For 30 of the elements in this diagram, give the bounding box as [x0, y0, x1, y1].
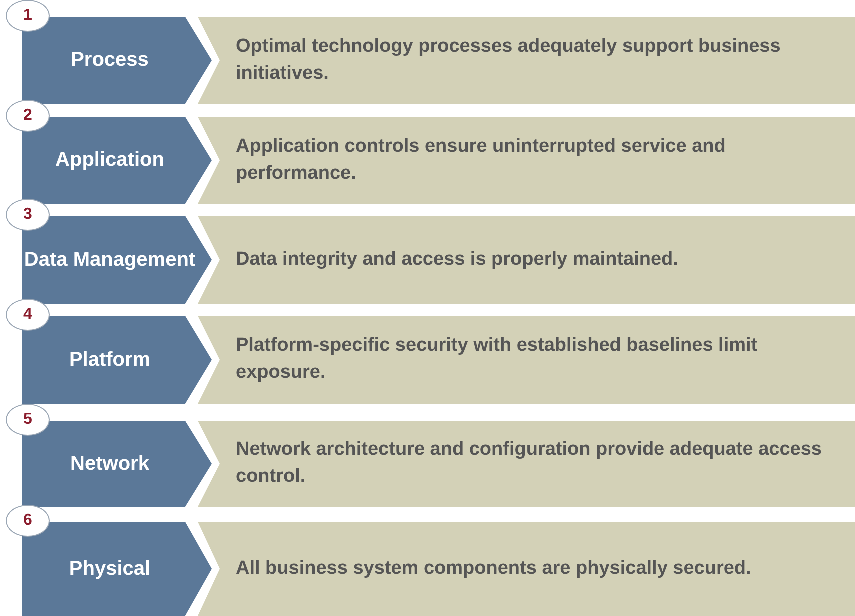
layer-name: Platform — [69, 348, 151, 372]
number-circle — [6, 505, 50, 537]
step-number: 6 — [24, 512, 32, 530]
number-circle — [6, 0, 50, 32]
number-circle — [6, 100, 50, 132]
description-band — [198, 17, 855, 104]
number-circle — [6, 199, 50, 231]
layer-name: Application — [56, 148, 164, 173]
layer-name: Network — [70, 452, 150, 476]
description-band — [198, 421, 855, 507]
description-text: Data integrity and access is properly maintained. — [236, 248, 678, 272]
description-text: Network architecture and configuration provide adequate access control. — [236, 438, 823, 489]
step-number: 5 — [24, 411, 32, 429]
layer-name: Process — [71, 48, 149, 73]
layer-name: Data Management — [24, 248, 196, 272]
step-number: 1 — [24, 7, 32, 25]
description-text: Platform-specific security with established baselines limit exposure. — [236, 334, 759, 385]
description-text: Application controls ensure uninterrupted service and performance. — [236, 134, 727, 186]
step-number: 3 — [24, 206, 32, 224]
description-text: Optimal technology processes adequately support business initiatives. — [236, 34, 782, 86]
description-band — [198, 216, 855, 304]
step-number: 4 — [24, 306, 32, 324]
step-number: 2 — [24, 107, 32, 125]
description-text: All business system components are physically secured. — [236, 556, 752, 581]
description-band — [198, 117, 855, 204]
layer-name: Physical — [69, 556, 151, 582]
description-band — [198, 316, 855, 404]
number-circle — [6, 404, 50, 436]
description-band — [198, 522, 855, 616]
number-circle — [6, 299, 50, 331]
